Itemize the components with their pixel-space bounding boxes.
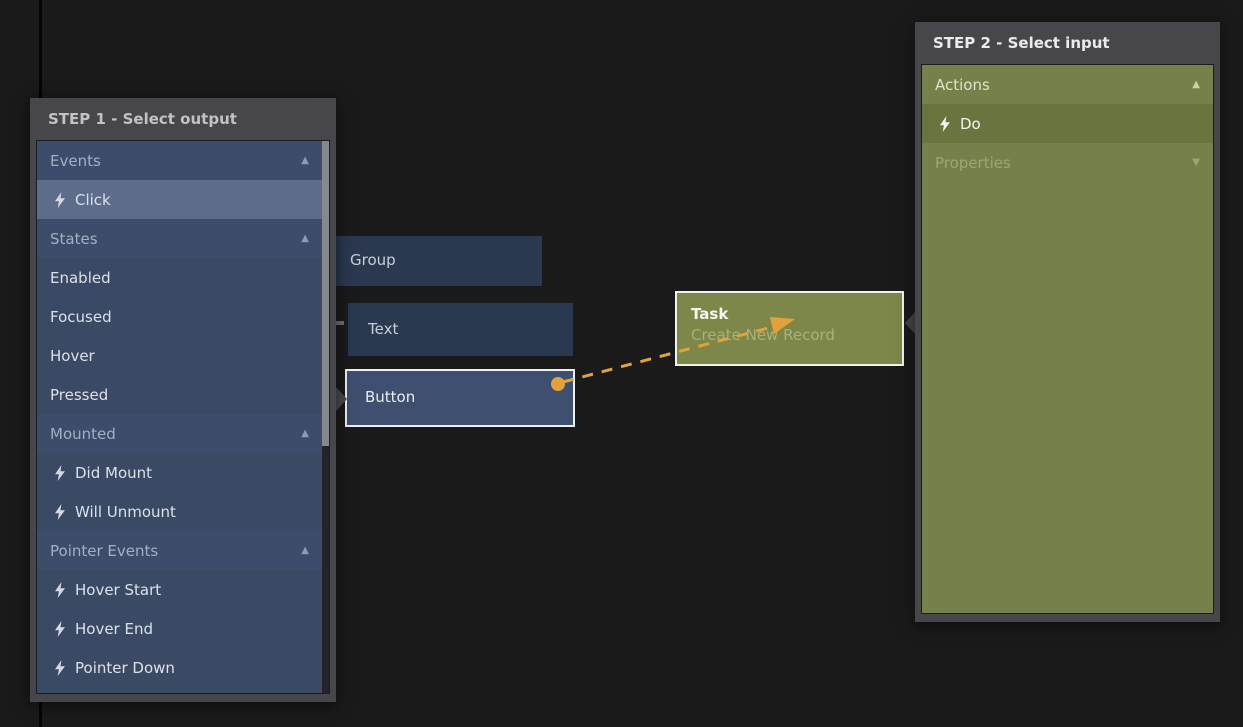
- step1-row-will-unmount[interactable]: Will Unmount: [37, 492, 322, 531]
- chevron-up-icon[interactable]: ▲: [301, 233, 309, 244]
- step2-panel-title: STEP 2 - Select input: [915, 22, 1220, 64]
- step1-row-label: Hover Start: [75, 581, 322, 599]
- lightning-icon: [939, 116, 951, 132]
- step1-row-label: Hover End: [75, 620, 322, 638]
- chevron-down-icon[interactable]: ▼: [1192, 157, 1200, 168]
- node-text[interactable]: Text: [348, 303, 573, 356]
- node-button-label: Button: [347, 371, 573, 406]
- lightning-icon: [54, 621, 66, 637]
- step1-row-hover[interactable]: Hover: [37, 336, 322, 375]
- step2-row-properties[interactable]: Properties▼: [922, 143, 1213, 182]
- step1-panel: STEP 1 - Select output Events▲ClickState…: [30, 98, 336, 702]
- step1-scrollbar-thumb[interactable]: [322, 141, 329, 446]
- node-group[interactable]: Group: [336, 236, 542, 286]
- step1-row-mounted[interactable]: Mounted▲: [37, 414, 322, 453]
- step1-row-click[interactable]: Click: [37, 180, 322, 219]
- lightning-icon: [54, 465, 66, 481]
- step2-row-do[interactable]: Do: [922, 104, 1213, 143]
- node-text-label: Text: [348, 303, 573, 338]
- step1-row-focused[interactable]: Focused: [37, 297, 322, 336]
- lightning-icon: [54, 660, 66, 676]
- step1-rows: Events▲ClickStates▲EnabledFocusedHoverPr…: [37, 141, 322, 693]
- step1-row-label: Pointer Events: [50, 542, 301, 560]
- step1-row-states[interactable]: States▲: [37, 219, 322, 258]
- node-task-subtitle: Create New Record: [691, 326, 902, 344]
- chevron-up-icon[interactable]: ▲: [301, 428, 309, 439]
- step1-row-pressed[interactable]: Pressed: [37, 375, 322, 414]
- step1-row-hover-start[interactable]: Hover Start: [37, 570, 322, 609]
- step2-row-label: Do: [960, 115, 1213, 133]
- step1-row-label: Hover: [50, 347, 322, 365]
- node-group-label: Group: [336, 236, 542, 269]
- step2-row-label: Properties: [935, 154, 1192, 172]
- step1-row-enabled[interactable]: Enabled: [37, 258, 322, 297]
- lightning-icon: [54, 192, 66, 208]
- step1-row-events[interactable]: Events▲: [37, 141, 322, 180]
- step1-connector-notch-icon: [336, 387, 347, 411]
- step1-row-label: Enabled: [50, 269, 322, 287]
- chevron-up-icon[interactable]: ▲: [301, 155, 309, 166]
- step1-row-hover-end[interactable]: Hover End: [37, 609, 322, 648]
- lightning-icon: [54, 582, 66, 598]
- node-task[interactable]: Task Create New Record: [675, 291, 904, 366]
- step1-row-label: Events: [50, 152, 301, 170]
- step1-row-label: Pointer Down: [75, 659, 322, 677]
- step2-row-actions[interactable]: Actions▲: [922, 65, 1213, 104]
- step1-row-label: Did Mount: [75, 464, 322, 482]
- step2-list: Actions▲ DoProperties▼: [921, 64, 1214, 614]
- lightning-icon: [54, 504, 66, 520]
- chevron-up-icon[interactable]: ▲: [1192, 79, 1200, 90]
- step1-row-label: Click: [75, 191, 322, 209]
- step1-row-label: Pressed: [50, 386, 322, 404]
- chevron-up-icon[interactable]: ▲: [301, 545, 309, 556]
- step2-rows: Actions▲ DoProperties▼: [922, 65, 1213, 613]
- step2-panel: STEP 2 - Select input Actions▲ DoProperti…: [915, 22, 1220, 622]
- step1-row-pointer-events[interactable]: Pointer Events▲: [37, 531, 322, 570]
- node-button[interactable]: Button: [345, 369, 575, 427]
- step1-panel-title: STEP 1 - Select output: [30, 98, 336, 140]
- connector-stub: [336, 321, 344, 325]
- step1-row-pointer-down[interactable]: Pointer Down: [37, 648, 322, 687]
- step1-row-label: States: [50, 230, 301, 248]
- step1-row-label: Mounted: [50, 425, 301, 443]
- node-task-title: Task: [691, 305, 902, 323]
- step1-row-label: Will Unmount: [75, 503, 322, 521]
- step1-scrollbar[interactable]: [322, 141, 329, 693]
- step1-list: Events▲ClickStates▲EnabledFocusedHoverPr…: [36, 140, 330, 694]
- step1-row-label: Focused: [50, 308, 322, 326]
- step1-row-did-mount[interactable]: Did Mount: [37, 453, 322, 492]
- step2-row-label: Actions: [935, 76, 1192, 94]
